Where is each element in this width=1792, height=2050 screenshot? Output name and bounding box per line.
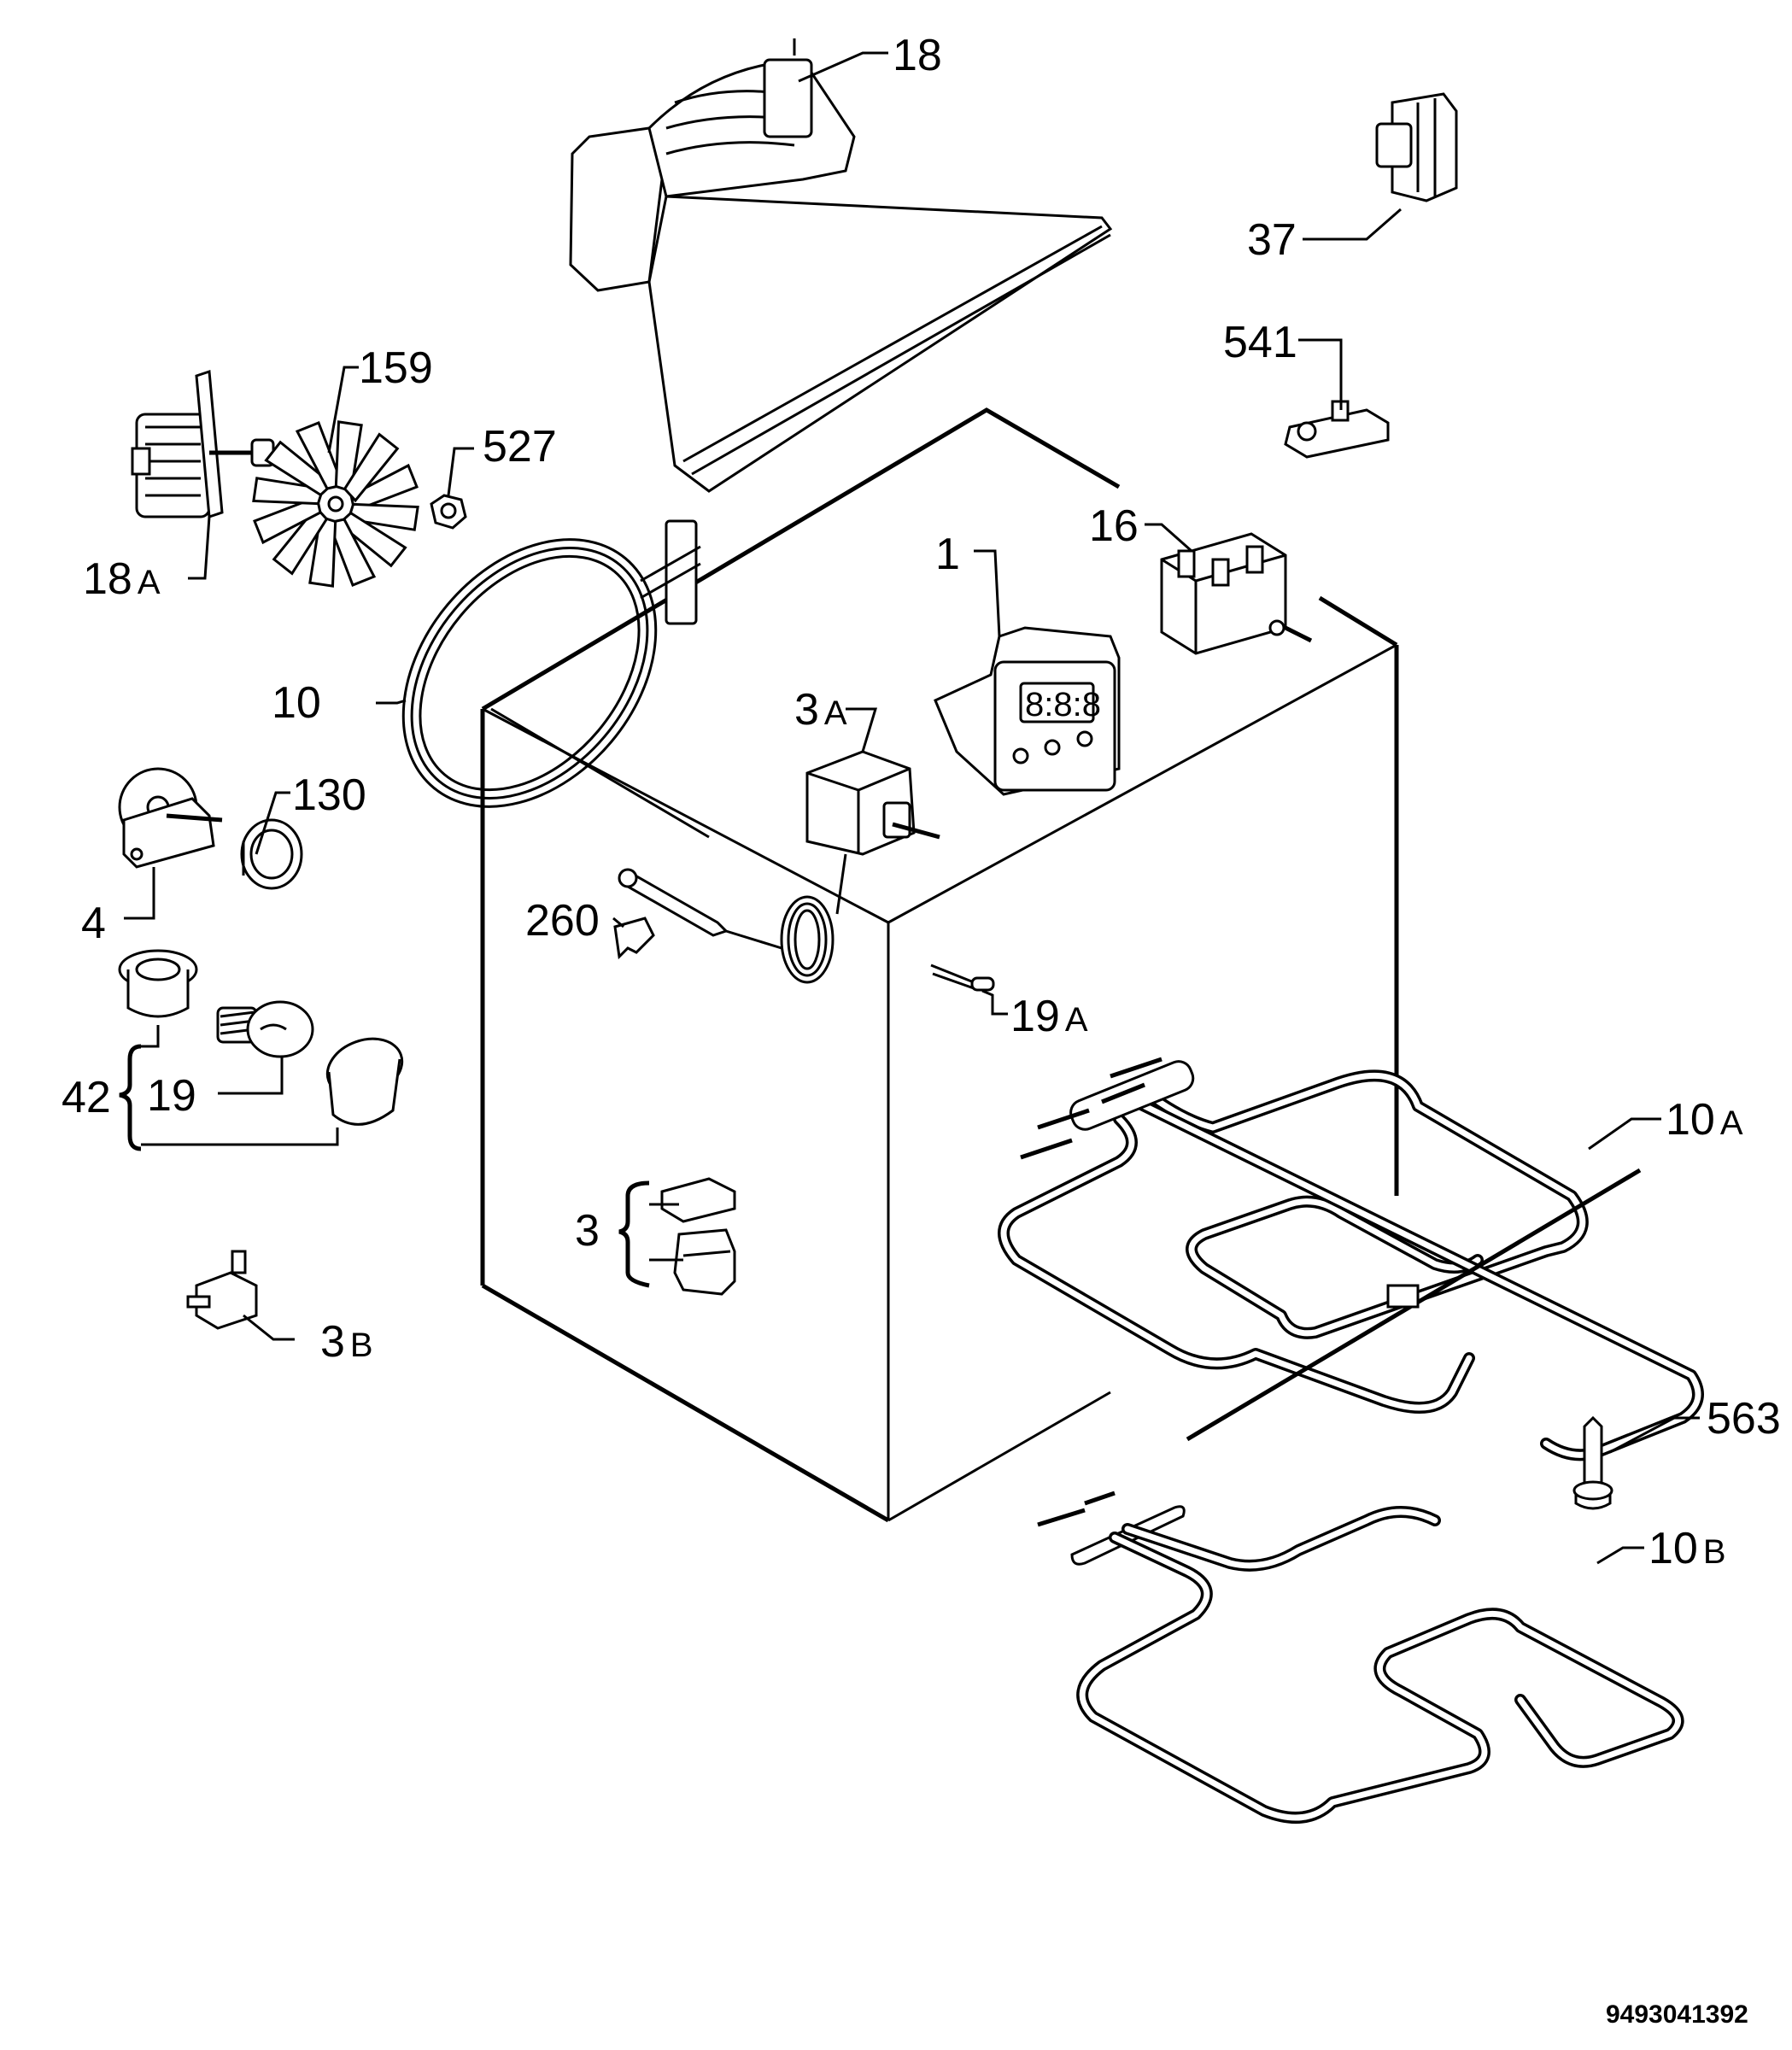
thermostat-3a (618, 750, 940, 984)
label-37: 37 (1247, 215, 1297, 265)
fan-cover-deflector (569, 38, 1113, 493)
fan-motor-18a (131, 369, 275, 519)
label-130: 130 (292, 770, 366, 820)
svg-text:8:8:8: 8:8:8 (1025, 686, 1101, 723)
label-42: 42 (61, 1073, 111, 1122)
lamp-cover (325, 1037, 404, 1126)
brace-3 (618, 1180, 650, 1288)
drawing-code: 9493041392 (1606, 2000, 1748, 2029)
thermal-cutout-3 (660, 1177, 736, 1296)
foot-563 (1572, 1415, 1613, 1510)
label-16: 16 (1089, 501, 1139, 551)
circular-element-10 (401, 519, 701, 808)
connector-3b (186, 1250, 258, 1330)
label-3: 3 (575, 1206, 600, 1256)
motor-4 (118, 767, 223, 869)
terminal-strip-541 (1284, 400, 1390, 459)
oven-cavity (480, 407, 1399, 1523)
fan-blade-159 (244, 413, 427, 595)
nut-527 (430, 494, 467, 530)
selector-switch-16 (1160, 532, 1313, 655)
leader-lines (124, 51, 1700, 1565)
connector-block-37 (1375, 92, 1458, 202)
label-541: 541 (1223, 318, 1297, 367)
clip-260 (613, 917, 655, 960)
label-19: 19 (147, 1071, 196, 1121)
grill-element-10a (998, 1057, 1704, 1461)
label-18: 18 (893, 31, 942, 80)
label-159: 159 (359, 343, 433, 393)
label-563: 563 (1707, 1394, 1781, 1444)
bottom-element-10b (1037, 1491, 1684, 1824)
label-4: 4 (81, 899, 106, 948)
label-260: 260 (525, 896, 600, 946)
label-527: 527 (483, 422, 557, 472)
electronic-timer-1: 8:8:8 (934, 626, 1121, 796)
brace-42 (119, 1044, 142, 1151)
seal-ring-130 (240, 818, 303, 890)
label-10: 10 (272, 678, 321, 728)
sensor-19a (930, 964, 995, 992)
label-1: 1 (935, 530, 960, 579)
lamp-bulb-19 (216, 1000, 314, 1058)
lamp-holder (118, 949, 198, 1018)
